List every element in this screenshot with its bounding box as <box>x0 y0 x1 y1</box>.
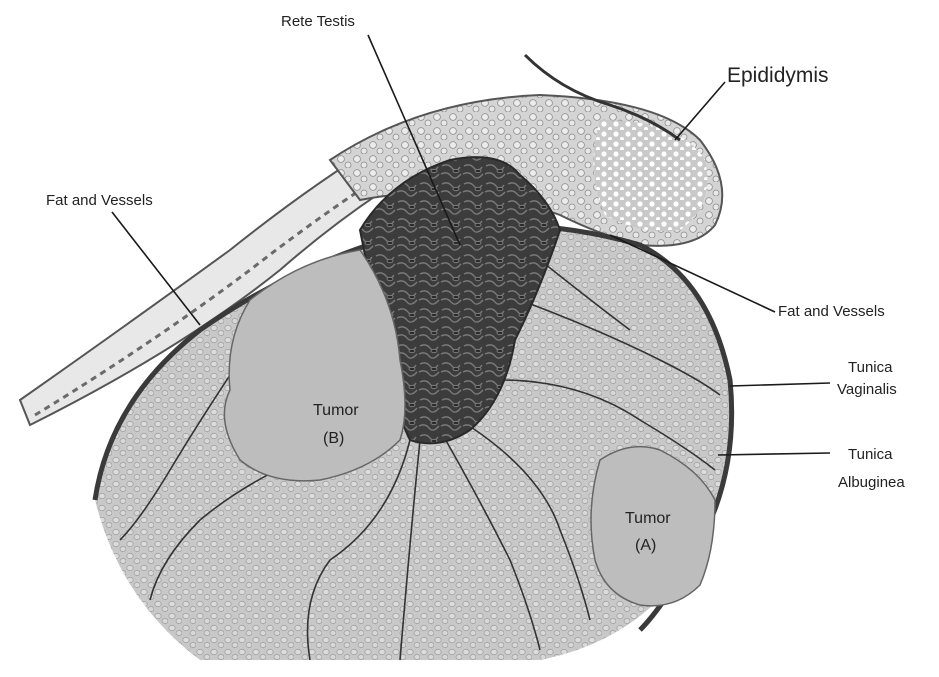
label-rete-testis: Rete Testis <box>281 13 355 30</box>
leader-epididymis <box>675 82 725 140</box>
label-tumor-b-2: (B) <box>323 430 344 447</box>
label-tunica-vaginalis-1: Tunica <box>848 359 893 376</box>
label-tumor-a-2: (A) <box>635 537 656 554</box>
label-fat-vessels-left: Fat and Vessels <box>46 192 153 209</box>
label-tunica-vaginalis-2: Vaginalis <box>837 381 897 398</box>
label-tumor-b-1: Tumor <box>313 402 359 419</box>
label-tunica-albuginea-1: Tunica <box>848 446 893 463</box>
leader-tunica-vaginalis <box>730 383 830 386</box>
label-fat-vessels-right: Fat and Vessels <box>778 303 885 320</box>
label-tumor-a-1: Tumor <box>625 510 671 527</box>
label-tunica-albuginea-2: Albuginea <box>838 474 905 491</box>
label-epididymis: Epididymis <box>727 64 829 87</box>
leader-tunica-albuginea <box>718 453 830 455</box>
